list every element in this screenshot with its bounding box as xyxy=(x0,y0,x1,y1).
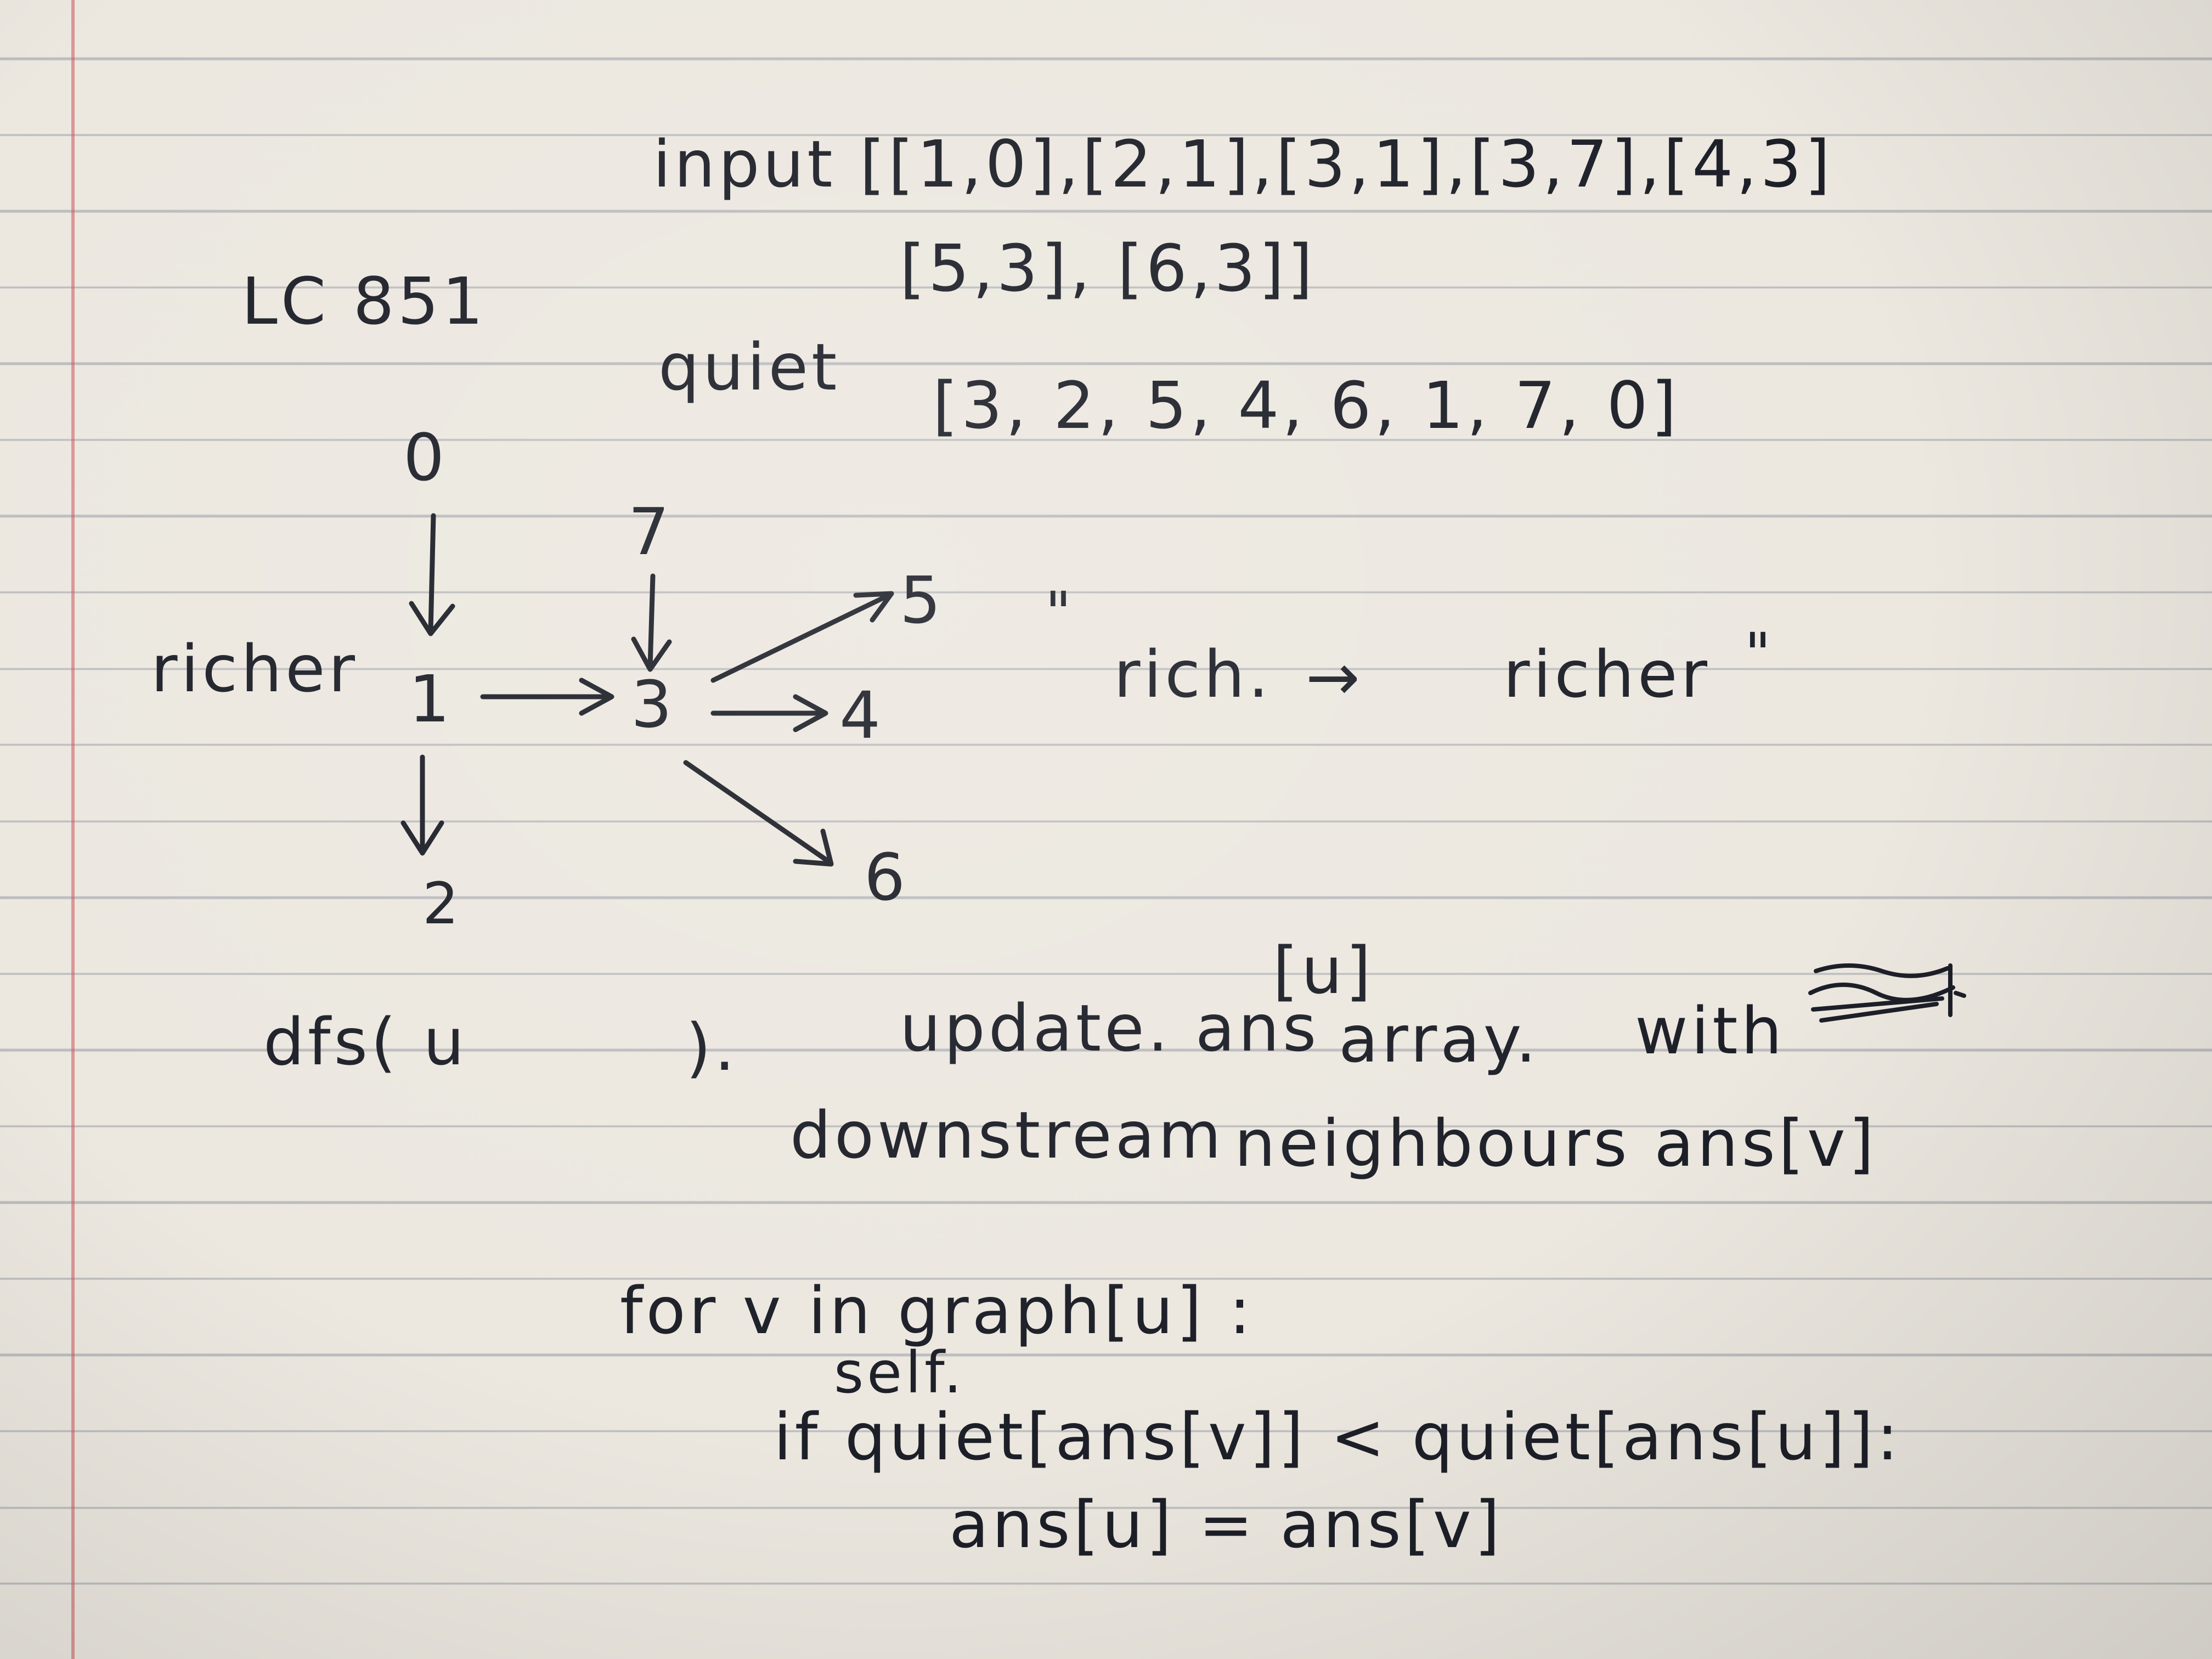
graph-node-5: 5 xyxy=(900,562,945,638)
for-loop-line: for v in graph[u] : xyxy=(620,1273,1254,1348)
legend-rich: rich. xyxy=(1114,636,1272,712)
legend-open-quote: " xyxy=(1045,579,1075,646)
edge-3-4 xyxy=(710,694,828,732)
input-line-1: input [[1,0],[2,1],[3,1],[3,7],[4,3] xyxy=(653,126,1833,202)
graph-node-2: 2 xyxy=(422,870,462,937)
edge-3-5 xyxy=(710,591,894,683)
assign-line: ans[u] = ans[v] xyxy=(949,1487,1503,1562)
edge-1-2 xyxy=(400,754,444,856)
graph-node-6: 6 xyxy=(864,839,909,915)
downstream-text: downstream xyxy=(790,1097,1224,1173)
legend-arrow: → xyxy=(1306,639,1363,715)
legend-richer: richer xyxy=(1503,636,1711,712)
graph-node-4: 4 xyxy=(839,678,884,753)
quiet-label: quiet xyxy=(658,329,840,405)
with-text: with xyxy=(1635,993,1786,1069)
self-note: self. xyxy=(834,1339,966,1406)
neighbours-text: neighbours ans[v] xyxy=(1234,1105,1877,1181)
legend-close-quote: " xyxy=(1745,620,1774,687)
quiet-values: [3, 2, 5, 4, 6, 1, 7, 0] xyxy=(933,368,1680,443)
edge-3-6 xyxy=(683,760,834,867)
array-text: array. xyxy=(1339,1001,1540,1077)
input-line-2: [5,3], [6,3]] xyxy=(900,230,1316,306)
edge-1-3 xyxy=(480,678,614,716)
crossed-out-word xyxy=(1808,963,1966,1023)
margin-line xyxy=(71,0,75,1659)
richer-label: richer xyxy=(151,631,359,707)
edge-7-3 xyxy=(631,573,672,672)
array-index-note: [u] xyxy=(1273,933,1374,1008)
graph-node-1: 1 xyxy=(409,661,454,737)
graph-node-7: 7 xyxy=(628,494,673,569)
dfs-close-paren: ). xyxy=(686,1009,738,1085)
update-text: update. ans xyxy=(900,990,1320,1066)
edge-0-1 xyxy=(409,513,455,636)
graph-node-3: 3 xyxy=(631,667,676,742)
problem-title: LC 851 xyxy=(241,263,487,339)
graph-node-0: 0 xyxy=(403,420,448,495)
if-line: if quiet[ans[v]] < quiet[ans[u]]: xyxy=(774,1399,1902,1475)
dfs-call: dfs( u xyxy=(263,1004,468,1080)
